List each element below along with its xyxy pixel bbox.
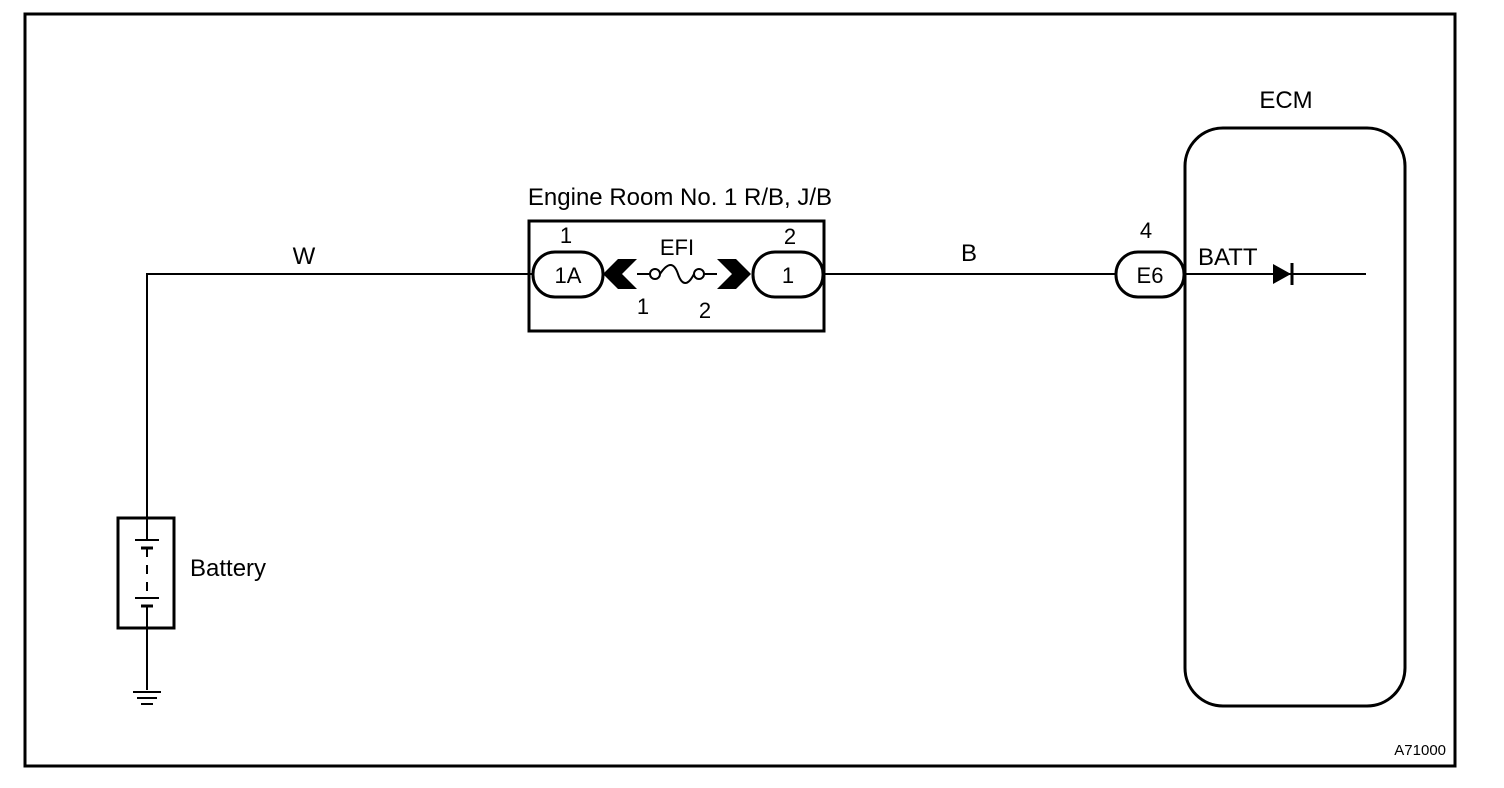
ecm-label: ECM (1259, 87, 1312, 114)
fuse-efi-label: EFI (660, 235, 694, 260)
fuse-out-pin-top: 2 (784, 224, 796, 249)
connector-1a (531, 250, 605, 299)
connector-e6-label: E6 (1137, 263, 1164, 288)
figure-id: A71000 (1394, 742, 1446, 759)
diagram-frame (23, 12, 1457, 768)
fuse-in-pin-top: 1 (560, 223, 572, 248)
battery-symbol (135, 518, 159, 628)
connector-1-label: 1 (782, 263, 794, 288)
relay-block-label: Engine Room No. 1 R/B, J/B (528, 184, 832, 211)
connector-e6-pin: 4 (1140, 218, 1152, 243)
fuse-in-pin-bottom: 1 (637, 294, 649, 319)
wire-w-label: W (293, 243, 316, 270)
battery-label: Battery (190, 555, 266, 582)
wire-w (146, 273, 534, 522)
diode-icon (1273, 263, 1294, 285)
fuse-efi (603, 259, 751, 289)
batt-terminal-label: BATT (1198, 244, 1258, 271)
wire-b-label: B (961, 240, 977, 267)
connector-1a-label: 1A (555, 263, 582, 288)
ecm-box (1183, 126, 1407, 708)
fuse-out-pin-bottom: 2 (699, 298, 711, 323)
ground-icon (133, 691, 161, 705)
